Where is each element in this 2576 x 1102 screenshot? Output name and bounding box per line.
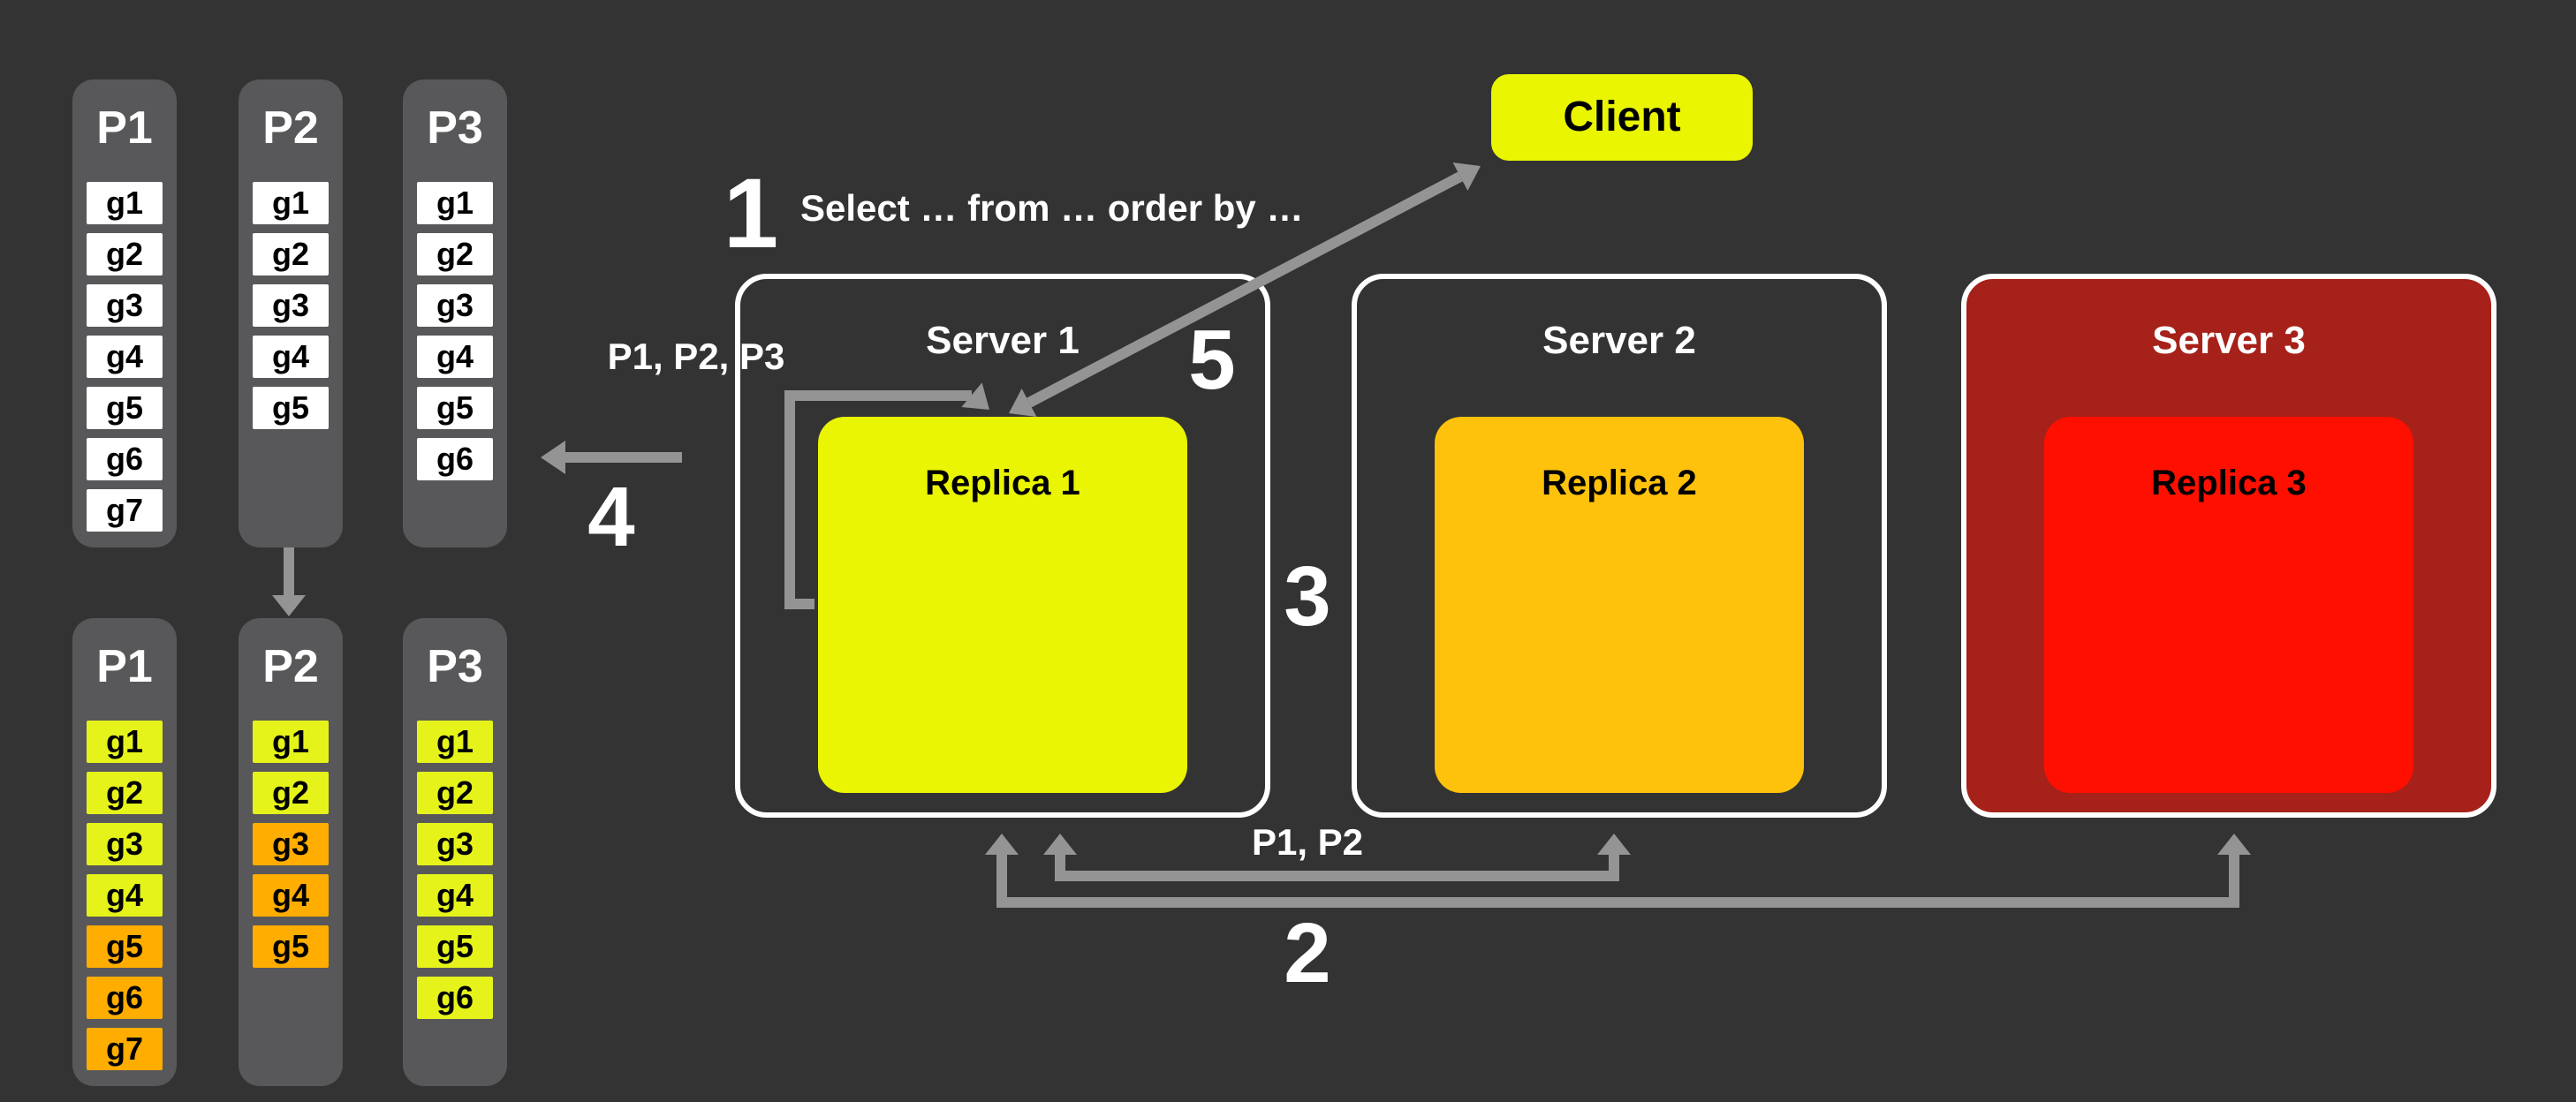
partition-column-title: P3 <box>427 101 483 154</box>
partition-cell: g2 <box>87 772 163 814</box>
server-3-title: Server 3 <box>2152 318 2306 362</box>
partition-column-title: P1 <box>96 639 153 692</box>
partition-cell: g6 <box>417 438 493 480</box>
partition-column-title: P3 <box>427 639 483 692</box>
partition-cell: g4 <box>87 874 163 917</box>
replica-3-box: Replica 3 <box>2044 417 2413 793</box>
partition-column-p1: P1 g1 g2 g3 g4 g5 g6 g7 <box>72 79 177 547</box>
partition-cell: g1 <box>253 182 329 224</box>
partition-cell: g3 <box>417 284 493 327</box>
partition-cell: g5 <box>87 387 163 429</box>
partition-cell: g6 <box>87 438 163 480</box>
partition-column-title: P1 <box>96 101 153 154</box>
partition-cell: g4 <box>253 874 329 917</box>
partition-cell: g6 <box>417 977 493 1019</box>
partition-cell: g2 <box>253 772 329 814</box>
partition-cell: g4 <box>253 336 329 378</box>
partition-cell: g3 <box>417 823 493 865</box>
client-box: Client <box>1491 74 1753 161</box>
partition-column-p2: P2 g1 g2 g3 g4 g5 <box>239 618 343 1086</box>
step-4-number: 4 <box>587 472 635 565</box>
partition-column-p1: P1 g1 g2 g3 g4 g5 g6 g7 <box>72 618 177 1086</box>
partition-column-title: P2 <box>262 639 319 692</box>
partition-cell: g6 <box>87 977 163 1019</box>
partition-cell: g1 <box>253 721 329 763</box>
partition-cell: g7 <box>87 489 163 532</box>
partition-cell: g3 <box>87 823 163 865</box>
replica-2-label: Replica 2 <box>1542 464 1697 503</box>
step-2-number: 2 <box>1284 908 1331 1001</box>
server-3-box: Server 3 Replica 3 <box>1961 274 2496 818</box>
partition-cell: g5 <box>253 925 329 968</box>
partition-cell: g1 <box>417 182 493 224</box>
partition-cell: g2 <box>253 233 329 276</box>
replica-2-box: Replica 2 <box>1435 417 1804 793</box>
partition-column-p2: P2 g1 g2 g3 g4 g5 <box>239 79 343 547</box>
query-text: Select … from … order by … <box>800 189 1304 230</box>
partition-cell: g3 <box>253 284 329 327</box>
partition-cell: g5 <box>253 387 329 429</box>
partition-cell: g5 <box>417 387 493 429</box>
partition-cell: g1 <box>87 721 163 763</box>
step-1-number: 1 <box>723 157 779 268</box>
partition-cell: g2 <box>87 233 163 276</box>
partition-cell: g3 <box>253 823 329 865</box>
partition-column-p3: P3 g1 g2 g3 g4 g5 g6 <box>403 79 507 547</box>
partition-cell: g3 <box>87 284 163 327</box>
partition-cell: g1 <box>87 182 163 224</box>
partition-cell: g4 <box>417 336 493 378</box>
step-3-number: 3 <box>1284 551 1331 645</box>
partition-column-title: P2 <box>262 101 319 154</box>
server-2-title: Server 2 <box>1542 318 1696 362</box>
partition-column-p3: P3 g1 g2 g3 g4 g5 g6 <box>403 618 507 1086</box>
step-5-number: 5 <box>1188 314 1236 408</box>
partition-cell: g1 <box>417 721 493 763</box>
server-1-title: Server 1 <box>926 318 1080 362</box>
replica-3-label: Replica 3 <box>2151 464 2307 503</box>
partition-cell: g4 <box>87 336 163 378</box>
replica-1-label: Replica 1 <box>925 464 1080 503</box>
partition-cell: g7 <box>87 1028 163 1070</box>
partitions-scanned-label: P1, P2, P3 <box>607 337 785 378</box>
partition-cell: g5 <box>417 925 493 968</box>
partition-cell: g4 <box>417 874 493 917</box>
partition-cell: g5 <box>87 925 163 968</box>
partition-cell: g2 <box>417 772 493 814</box>
server-2-box: Server 2 Replica 2 <box>1352 274 1887 818</box>
partitions-returned-label: P1, P2 <box>1251 823 1364 864</box>
partition-cell: g2 <box>417 233 493 276</box>
replica-1-box: Replica 1 <box>818 417 1187 793</box>
